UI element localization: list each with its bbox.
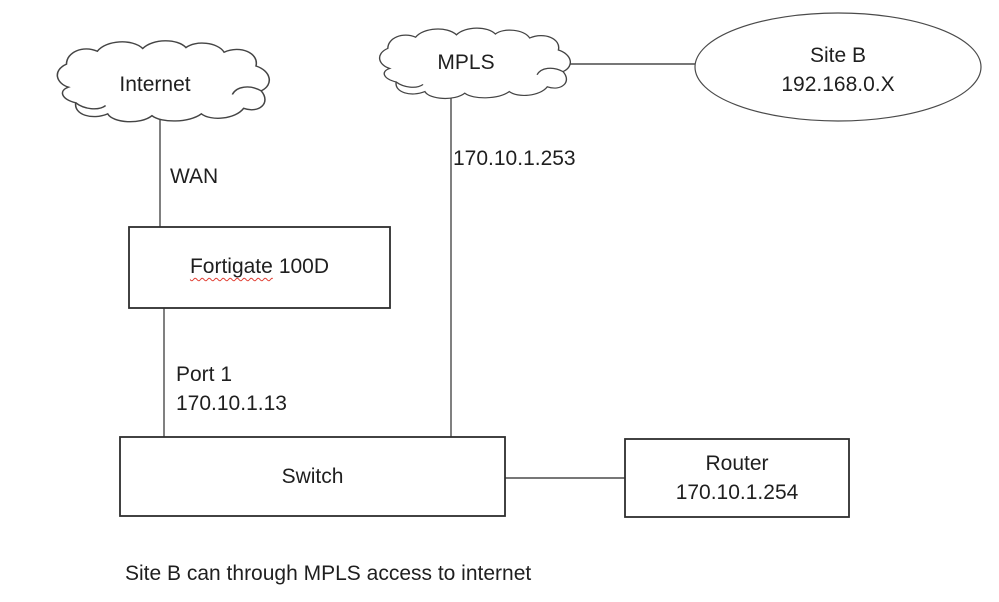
router-ip: 170.10.1.254 [675,481,799,504]
internet-cloud-shape [56,40,270,123]
siteb-subnet: 192.168.0.X [781,73,895,96]
router-label: Router 170.10.1.254 [625,449,849,507]
switch-box [119,436,506,517]
mpls-label: MPLS [437,51,495,74]
siteb-name: Site B [809,44,867,67]
siteb-label: Site B 192.168.0.X [688,41,988,99]
router-name: Router [705,452,769,475]
mpls-cloud-shape [379,27,571,99]
fortigate-label-word: Fortigate [189,255,273,278]
port1-ip: 170.10.1.13 [176,392,287,415]
switch-label: Switch [281,465,344,488]
fortigate-label-model: 100D [278,255,330,278]
port1-link-label: Port 1 170.10.1.13 [176,360,287,418]
port1-name: Port 1 [176,363,233,386]
internet-label: Internet [119,73,191,96]
wan-link-label: WAN [170,165,219,188]
mpls-ip-link-label: 170.10.1.253 [453,147,576,170]
router-box [624,438,850,518]
diagram-caption: Site B can through MPLS access to intern… [125,562,532,585]
fortigate-box [128,226,391,309]
siteb-ellipse-shape [694,12,982,122]
